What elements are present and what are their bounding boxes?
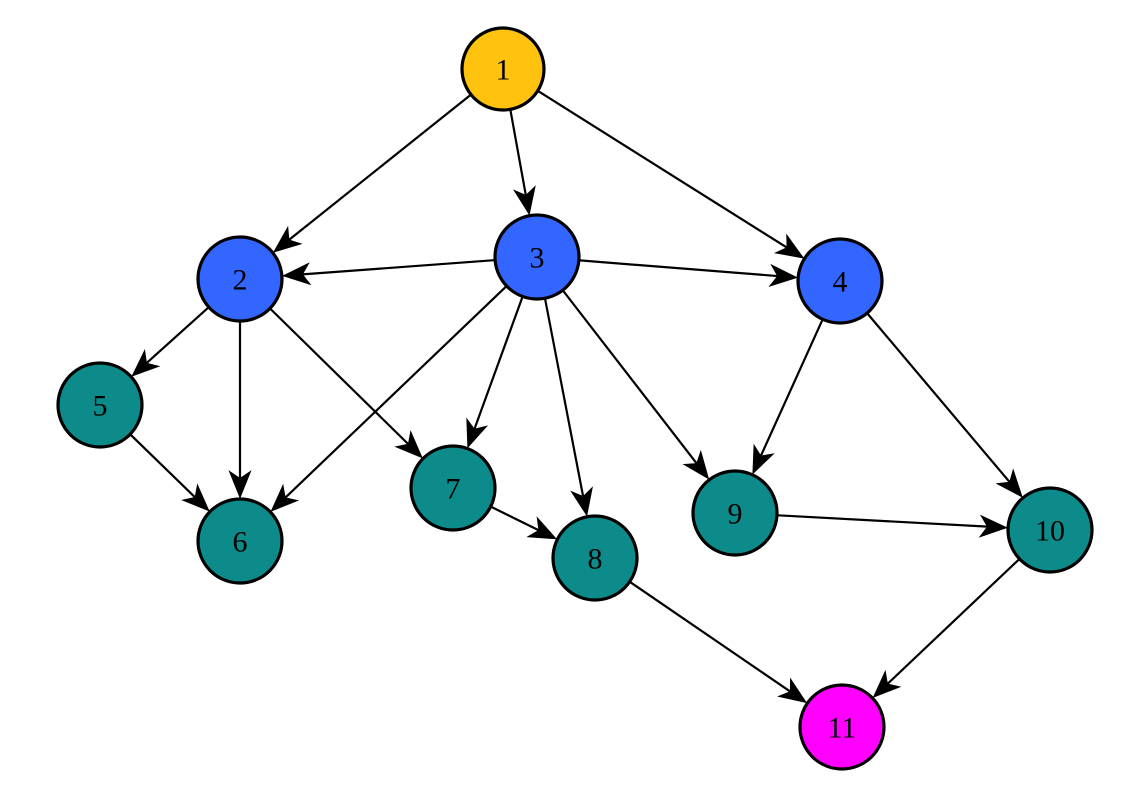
arrowhead-icon: [768, 263, 798, 287]
edge-line: [544, 299, 585, 497]
edge-line: [866, 313, 1011, 483]
node-circle[interactable]: [798, 683, 886, 771]
node-label: 4: [833, 266, 848, 299]
edge-line: [130, 434, 196, 499]
edge-line: [284, 285, 507, 499]
edge-line: [579, 259, 778, 278]
node-label: 11: [828, 712, 857, 745]
arrowhead-icon: [978, 514, 1008, 538]
graph-node-6[interactable]: 6: [196, 497, 284, 585]
arrowhead-icon: [570, 486, 593, 517]
arrowhead-icon: [228, 470, 252, 499]
node-label: 8: [588, 543, 603, 576]
arrowhead-icon: [181, 483, 210, 512]
node-circle[interactable]: [56, 361, 144, 449]
edge-5-to-6: [130, 434, 210, 512]
node-label: 3: [530, 242, 545, 275]
edge-line: [777, 514, 988, 528]
arrowhead-icon: [270, 483, 300, 512]
arrowhead-icon: [995, 468, 1023, 498]
arrowhead-icon: [872, 669, 902, 699]
arrowhead-icon: [131, 349, 161, 377]
node-circle[interactable]: [196, 497, 284, 585]
graph-node-9[interactable]: 9: [691, 469, 779, 557]
edge-3-to-7: [466, 297, 524, 449]
graph-node-3[interactable]: 3: [493, 213, 581, 301]
arrowhead-icon: [752, 443, 775, 475]
graph-node-8[interactable]: 8: [551, 514, 639, 602]
node-circle[interactable]: [1006, 486, 1094, 574]
edge-3-to-2: [282, 259, 495, 286]
edge-line: [473, 297, 524, 430]
edge-7-to-8: [491, 506, 558, 540]
node-circle[interactable]: [691, 469, 779, 557]
arrowhead-icon: [394, 430, 423, 459]
edge-3-to-4: [579, 259, 798, 287]
edge-line: [629, 581, 792, 693]
arrowhead-icon: [773, 233, 805, 259]
edge-10-to-11: [872, 558, 1020, 699]
edge-line: [537, 90, 788, 249]
edge-line: [288, 94, 471, 241]
arrowhead-icon: [272, 225, 303, 253]
node-label: 2: [233, 264, 248, 297]
nodes-layer: 1 2 3 4 5 6 7 8 9 10 11: [56, 26, 1094, 771]
arrowhead-icon: [513, 185, 536, 216]
arrowhead-icon: [682, 449, 710, 480]
edge-line: [145, 306, 209, 365]
graph-node-10[interactable]: 10: [1006, 486, 1094, 574]
graph-node-11[interactable]: 11: [798, 683, 886, 771]
edge-line: [562, 290, 698, 465]
edge-3-to-6: [270, 285, 507, 512]
edge-8-to-11: [629, 581, 808, 704]
edge-1-to-2: [272, 94, 471, 253]
node-label: 9: [728, 498, 743, 531]
edge-4-to-10: [866, 313, 1023, 498]
edge-1-to-3: [509, 110, 536, 216]
node-label: 5: [93, 390, 108, 423]
arrowhead-icon: [777, 677, 808, 704]
node-circle[interactable]: [460, 26, 546, 112]
edge-3-to-9: [562, 290, 710, 480]
graph-node-2[interactable]: 2: [196, 235, 284, 323]
edge-2-to-6: [228, 322, 252, 499]
graph-node-7[interactable]: 7: [409, 444, 497, 532]
node-circle[interactable]: [551, 514, 639, 602]
edge-4-to-9: [752, 319, 824, 475]
edge-line: [886, 558, 1020, 685]
edge-3-to-8: [544, 299, 593, 517]
node-label: 10: [1035, 515, 1065, 548]
node-circle[interactable]: [796, 237, 884, 325]
arrowhead-icon: [466, 417, 489, 449]
graph-node-1[interactable]: 1: [460, 26, 546, 112]
node-label: 1: [496, 54, 511, 87]
node-circle[interactable]: [493, 213, 581, 301]
node-label: 7: [446, 473, 461, 506]
edge-2-to-7: [269, 308, 423, 459]
edge-line: [269, 308, 410, 446]
node-circle[interactable]: [409, 444, 497, 532]
edge-line: [491, 506, 540, 532]
node-label: 6: [233, 526, 248, 559]
edge-line: [509, 110, 527, 196]
arrowhead-icon: [282, 262, 312, 286]
edge-line: [759, 319, 824, 457]
graph-node-4[interactable]: 4: [796, 237, 884, 325]
edge-1-to-4: [537, 90, 805, 259]
edge-9-to-10: [777, 514, 1008, 538]
node-circle[interactable]: [196, 235, 284, 323]
graph-node-5[interactable]: 5: [56, 361, 144, 449]
edges-layer: [130, 90, 1023, 704]
edge-2-to-5: [131, 306, 209, 377]
arrowhead-icon: [526, 516, 558, 540]
edge-line: [302, 259, 495, 276]
